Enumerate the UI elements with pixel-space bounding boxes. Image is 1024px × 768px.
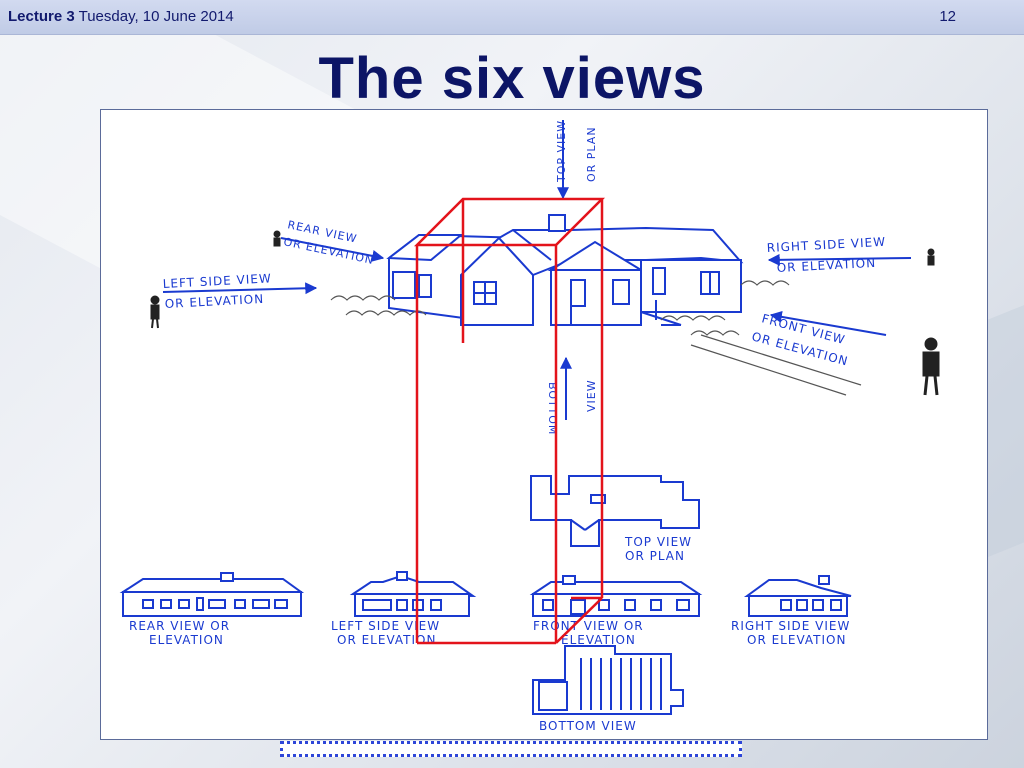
- rear-view-arrow: [280, 237, 385, 262]
- six-views-figure: TOP VIEW OR PLAN REAR VIEW OR ELEVATION …: [100, 109, 988, 740]
- slide-header: Lecture 3 Tuesday, 10 June 2014 12: [0, 0, 1024, 35]
- right-elevation-label: OR ELEVATION: [747, 633, 846, 647]
- person-icon: [273, 230, 281, 247]
- right-side-label: OR ELEVATION: [776, 256, 876, 275]
- top-view-label: OR PLAN: [585, 126, 598, 182]
- plan-label: TOP VIEW: [624, 535, 692, 549]
- rear-elevation-label: ELEVATION: [149, 633, 224, 647]
- projection-box: [413, 197, 606, 645]
- top-view-plan: [530, 475, 700, 547]
- right-side-elevation: [743, 575, 852, 617]
- projection-box-edge: [555, 597, 603, 644]
- page-number: 12: [939, 8, 956, 25]
- header-lecture-info: Lecture 3 Tuesday, 10 June 2014: [8, 8, 234, 25]
- six-views-drawing: TOP VIEW OR PLAN REAR VIEW OR ELEVATION …: [119, 120, 940, 733]
- left-side-arrow: [162, 282, 318, 295]
- person-icon: [927, 248, 935, 266]
- isometric-house: [386, 214, 744, 326]
- left-side-label: LEFT SIDE VIEW: [162, 271, 272, 291]
- observer-figures: [150, 230, 940, 396]
- front-elevation-label: FRONT VIEW OR: [533, 619, 644, 633]
- lecture-label: Lecture 3: [8, 8, 75, 25]
- rear-view-label: OR ELEVATION: [282, 235, 375, 267]
- right-elevation-label: RIGHT SIDE VIEW: [731, 619, 850, 633]
- dotted-placeholder-bar: [280, 741, 742, 757]
- left-side-elevation: [349, 571, 477, 617]
- top-view-label: TOP VIEW: [555, 120, 568, 183]
- bottom-view-label: BOTTOM VIEW: [539, 719, 637, 733]
- left-side-label: OR ELEVATION: [164, 292, 264, 311]
- person-icon: [150, 295, 160, 329]
- left-elevation-label: LEFT SIDE VIEW: [331, 619, 440, 633]
- lecture-date: Tuesday, 10 June 2014: [78, 8, 234, 25]
- front-elevation-label: ELEVATION: [561, 633, 636, 647]
- slide-title: The six views: [318, 46, 706, 111]
- bottom-view-plan: [532, 645, 684, 715]
- landscape-shrubs: [330, 280, 862, 396]
- rear-elevation: [119, 572, 305, 617]
- left-elevation-label: OR ELEVATION: [337, 633, 436, 647]
- right-side-label: RIGHT SIDE VIEW: [766, 235, 886, 255]
- bottom-arrow-label: VIEW: [585, 379, 598, 412]
- view-direction-arrows: [162, 120, 912, 420]
- plan-label: OR PLAN: [625, 549, 685, 563]
- front-elevation: [529, 575, 703, 617]
- rear-elevation-label: REAR VIEW OR: [129, 619, 230, 633]
- person-icon: [922, 337, 940, 396]
- front-view-arrow: [769, 310, 887, 336]
- right-side-arrow: [767, 253, 912, 266]
